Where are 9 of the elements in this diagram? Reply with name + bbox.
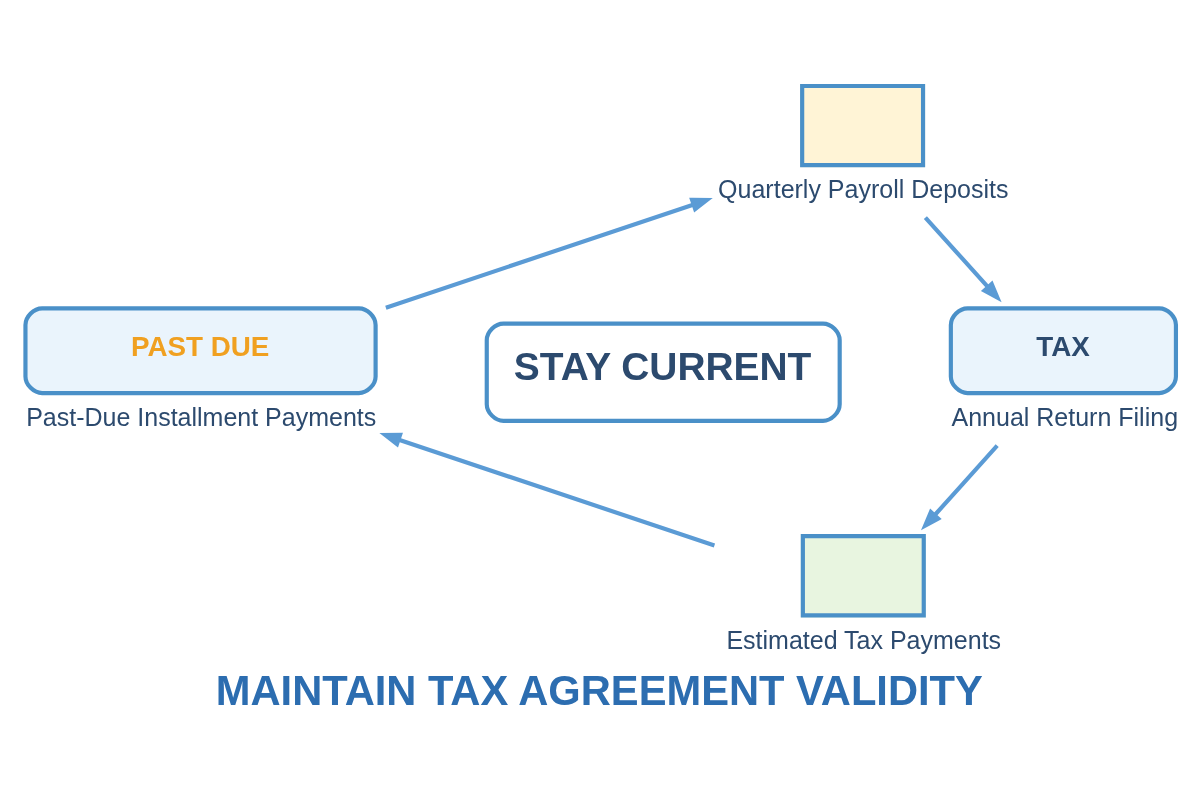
diagram-title: MAINTAIN TAX AGREEMENT VALIDITY (215, 666, 983, 714)
node-label: Quarterly Payroll Deposits (718, 175, 1009, 204)
node-label: Past-Due Installment Payments (26, 403, 377, 432)
arrow (921, 444, 999, 531)
arrow (385, 197, 713, 310)
node-label: Annual Return Filing (951, 403, 1179, 432)
arrow (379, 432, 716, 548)
node-label: Estimated Tax Payments (726, 625, 1002, 654)
arrow (923, 216, 1002, 303)
